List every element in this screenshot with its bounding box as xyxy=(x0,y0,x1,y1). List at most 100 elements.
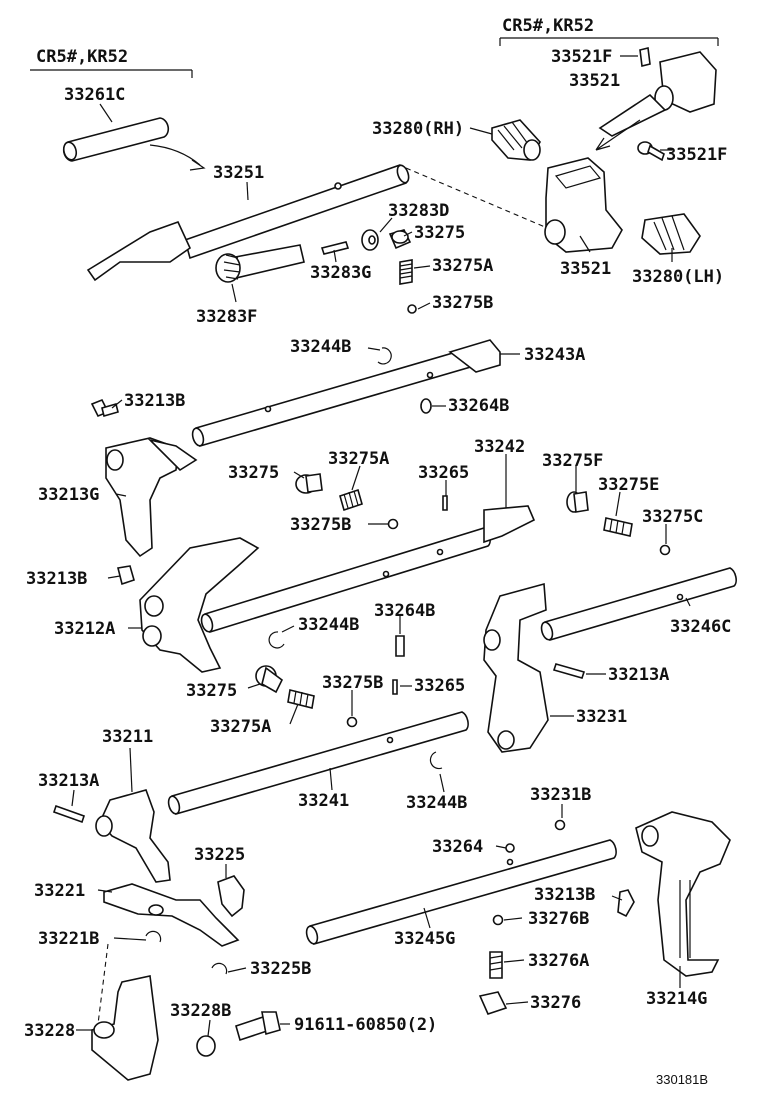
part-33251-rod xyxy=(86,164,410,282)
label-33521f-a: 33521F xyxy=(551,47,612,67)
spring-coils-b xyxy=(343,490,359,509)
part-33231-lever xyxy=(483,582,549,753)
label-33241: 33241 xyxy=(298,791,349,811)
dash-link-33228 xyxy=(97,943,109,1025)
label-33244b-b: 33244B xyxy=(298,615,359,635)
spring-coils-top xyxy=(399,263,413,279)
label-33213g: 33213G xyxy=(38,485,99,505)
catalog-code: 330181B xyxy=(656,1072,708,1087)
part-33244b-clip-c xyxy=(429,751,443,770)
part-33213b-screw-a xyxy=(90,398,119,418)
part-33280lh-plug xyxy=(641,213,701,255)
spring-coils-276a xyxy=(489,955,503,971)
arrow-33521 xyxy=(595,119,641,151)
part-33264-ball xyxy=(505,843,515,853)
label-91611: 91611-60850(2) xyxy=(294,1015,437,1035)
label-33264b-b: 33264B xyxy=(374,601,435,621)
label-33264b-a: 33264B xyxy=(448,396,509,416)
group-label-left: CR5#,KR52 xyxy=(36,47,128,67)
label-33213b-b: 33213B xyxy=(26,569,87,589)
label-33275c: 33275C xyxy=(642,507,703,527)
part-33521f-bolt xyxy=(637,141,665,162)
part-33280rh-plug xyxy=(491,119,541,161)
group-bracket-left: CR5#,KR52 xyxy=(30,47,193,78)
label-33283f: 33283F xyxy=(196,307,257,327)
part-33521-lever xyxy=(598,47,717,137)
label-33275f: 33275F xyxy=(542,451,603,471)
part-33276-plug xyxy=(478,991,508,1015)
group-label-right: CR5#,KR52 xyxy=(502,16,594,36)
label-33244b-a: 33244B xyxy=(290,337,351,357)
part-33211-lever xyxy=(95,789,171,883)
label-33275b-a: 33275B xyxy=(432,293,493,313)
label-33212a: 33212A xyxy=(54,619,115,639)
label-33521f-b: 33521F xyxy=(666,145,727,165)
part-33283d-collar xyxy=(361,229,379,251)
part-91611-bolt xyxy=(235,1011,281,1042)
part-33261c-shaft xyxy=(62,117,206,171)
part-33264b-pin-b xyxy=(395,635,405,657)
label-33225: 33225 xyxy=(194,845,245,865)
label-33521-a: 33521 xyxy=(569,71,620,91)
part-33225b-clip xyxy=(211,962,228,975)
part-33213g-fork xyxy=(105,437,198,558)
part-33521-housing xyxy=(544,157,623,253)
part-33264b-pin-a xyxy=(420,398,432,414)
part-33283f-plunger xyxy=(215,244,305,283)
label-33276b: 33276B xyxy=(528,909,589,929)
part-33213a-pin-a xyxy=(552,663,586,679)
part-33275-plug-b xyxy=(295,473,323,494)
part-33276a-spring xyxy=(489,951,503,979)
part-33213b-screw-c xyxy=(617,889,635,918)
part-33246c-rod xyxy=(540,567,737,641)
part-labels: 33261C 33251 33280(RH) 33521F 33521 3352… xyxy=(24,47,731,1087)
part-33245g-rod xyxy=(305,839,617,946)
label-33265-b: 33265 xyxy=(414,676,465,696)
part-33265-pin-a xyxy=(442,495,448,511)
label-33225b: 33225B xyxy=(250,959,311,979)
label-33275a-c: 33275A xyxy=(210,717,271,737)
part-33275-plug-c xyxy=(255,665,284,694)
part-33213a-pin-b xyxy=(52,804,86,824)
label-33243a: 33243A xyxy=(524,345,585,365)
part-33213b-screw-b xyxy=(117,565,135,586)
label-33275-b: 33275 xyxy=(228,463,279,483)
part-33275c-ball xyxy=(659,544,671,556)
label-33521-b: 33521 xyxy=(560,259,611,279)
label-33261c: 33261C xyxy=(64,85,125,105)
part-33221-plate xyxy=(103,883,240,947)
part-33275b-ball-top xyxy=(407,304,417,314)
spring-coils-c xyxy=(293,690,309,707)
part-33275b-ball-c xyxy=(346,716,358,728)
part-33242-rod xyxy=(200,505,536,634)
label-33275-c: 33275 xyxy=(186,681,237,701)
label-33251: 33251 xyxy=(213,163,264,183)
label-33213b-a: 33213B xyxy=(124,391,185,411)
label-33275e: 33275E xyxy=(598,475,659,495)
label-33213b-c: 33213B xyxy=(534,885,595,905)
label-33276a: 33276A xyxy=(528,951,589,971)
part-33244b-clip-b xyxy=(268,631,285,649)
label-33264: 33264 xyxy=(432,837,483,857)
label-33231: 33231 xyxy=(576,707,627,727)
part-33244b-clip-a xyxy=(377,347,392,365)
label-33221: 33221 xyxy=(34,881,85,901)
part-33212a-fork xyxy=(139,537,260,673)
part-33228b xyxy=(196,1035,216,1057)
part-33275f-plug xyxy=(566,491,589,513)
part-33276b-ball xyxy=(492,914,504,926)
label-33275a-b: 33275A xyxy=(328,449,389,469)
part-33241-rod xyxy=(167,711,469,816)
label-33245g: 33245G xyxy=(394,929,455,949)
label-33275b-c: 33275B xyxy=(322,673,383,693)
part-33243a-rod xyxy=(191,339,501,448)
label-33231b: 33231B xyxy=(530,785,591,805)
label-33242: 33242 xyxy=(474,437,525,457)
label-33246c: 33246C xyxy=(670,617,731,637)
label-33211: 33211 xyxy=(102,727,153,747)
label-33265-a: 33265 xyxy=(418,463,469,483)
group-bracket-right: CR5#,KR52 xyxy=(499,16,719,46)
part-33275-plug-top xyxy=(388,229,412,250)
label-33213a-a: 33213A xyxy=(608,665,669,685)
